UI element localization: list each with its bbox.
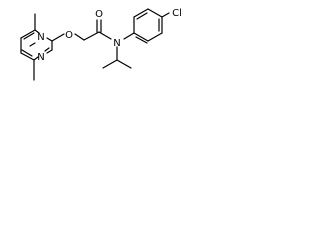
bond-isopropyl-methyl-right <box>116 59 132 69</box>
chemical-structure-diagram: N N O O N Cl <box>20 8 182 81</box>
bond-n-top-c2 <box>46 37 53 42</box>
bond-isopropyl-methyl-left <box>102 59 118 69</box>
phenyl-bond-5 <box>133 8 149 18</box>
atom-label-amide-nitrogen: N <box>113 38 120 49</box>
atom-label-n-top: N <box>37 32 44 43</box>
atom-label-n-bottom: N <box>37 52 44 63</box>
chlorophenyl-ring <box>133 8 163 44</box>
bond-c-c-bottom <box>20 52 35 61</box>
phenyl-bond-4 <box>147 8 163 18</box>
atom-label-carbonyl-oxygen: O <box>95 9 103 20</box>
bond-c2-n-bottom-inner <box>44 47 50 52</box>
bond-c-c-bottom-inner <box>21 49 33 57</box>
phenyl-bond-5-inner <box>136 12 148 20</box>
phenyl-bond-1-inner <box>135 36 148 44</box>
bond-aryl-chlorine <box>161 12 170 18</box>
bond-c-c-top <box>20 29 36 39</box>
bond-ether-oxygen-ch2 <box>74 33 85 41</box>
bond-ch2-carbonyl <box>83 31 100 41</box>
phenyl-bond-1 <box>133 32 149 42</box>
atom-label-ether-oxygen: O <box>65 30 73 41</box>
bond-c-c-top-inner <box>23 32 35 40</box>
pyrimidine-ring <box>20 29 53 61</box>
bond-c-n-top <box>29 42 36 47</box>
bond-ring-to-n-top <box>34 29 40 34</box>
phenyl-bond-2 <box>147 32 163 42</box>
atom-label-chlorine: Cl <box>172 8 182 19</box>
bond-n-aryl <box>123 32 135 40</box>
bond-ring-ether-oxygen <box>51 33 65 42</box>
bond-n-bottom-c <box>33 56 39 61</box>
bond-c2-n-bottom <box>46 49 53 54</box>
bond-carbonyl-amide-n <box>98 31 112 40</box>
